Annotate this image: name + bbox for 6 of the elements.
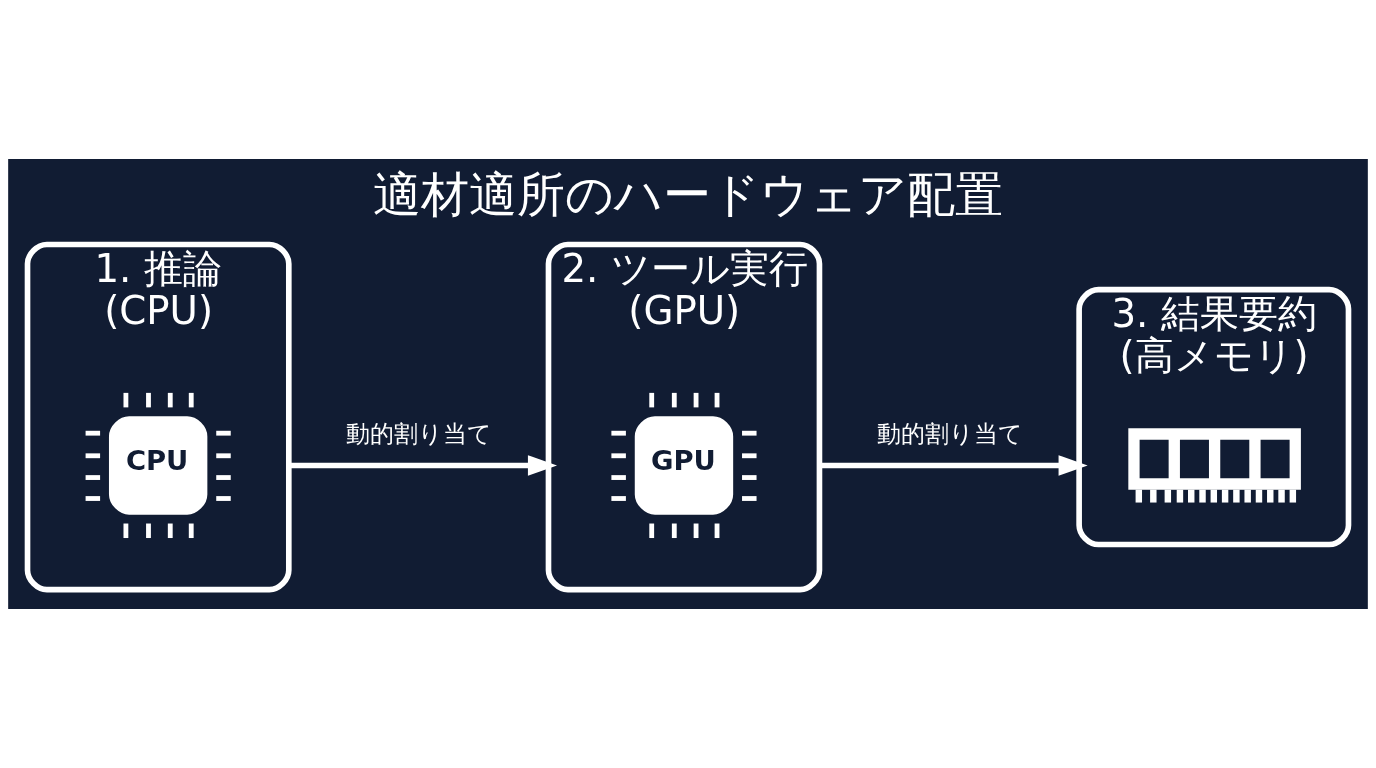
cluster: 3. 結果要約 (高メモリ) — [1076, 286, 1352, 548]
edge-label: 動的割り当て — [876, 420, 1023, 449]
edge-label: 動的割り当て — [346, 420, 493, 449]
arrow — [288, 455, 558, 476]
diagram-title: 適材適所のハードウェア配置 — [373, 165, 1003, 222]
arrow — [819, 455, 1088, 476]
